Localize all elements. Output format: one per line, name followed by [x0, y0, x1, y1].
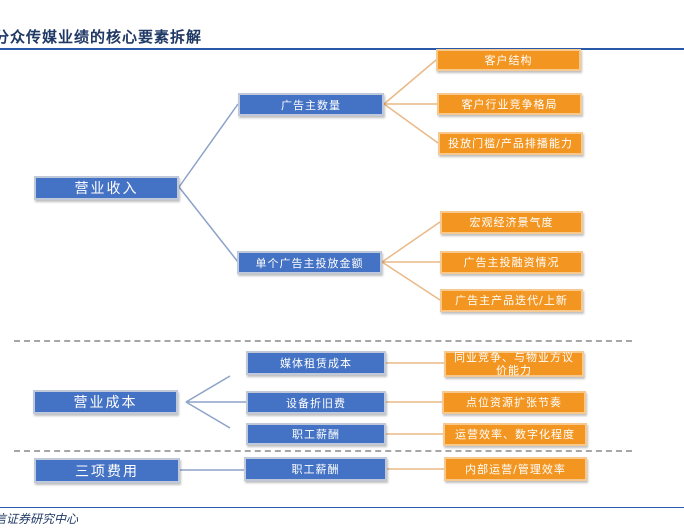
- divider-dashed: [14, 450, 632, 452]
- connector-cost-salary: [185, 401, 231, 429]
- factor-product-iteration: 广告主产品迭代/上新: [440, 289, 583, 312]
- connector-spend-f1: [381, 221, 441, 263]
- factor-industry-competition: 客户行业竞争格局: [437, 93, 582, 115]
- source-note: 信证券研究中心: [0, 512, 79, 526]
- top-rule: [0, 48, 684, 50]
- bottom-rule: [0, 507, 684, 508]
- connector-count-f1: [383, 59, 437, 105]
- cost-item-salary: 职工薪酬: [246, 423, 386, 445]
- connector-spend-f3: [381, 261, 441, 301]
- cost-item-depreciation: 设备折旧费: [246, 391, 386, 414]
- factor-customer-structure: 客户结构: [436, 49, 581, 71]
- advertiser-count-node: 广告主数量: [238, 93, 384, 116]
- connector-cost-rent: [185, 375, 231, 403]
- cost-node: 营业成本: [33, 390, 178, 414]
- factor-investment-financing: 广告主投融资情况: [440, 251, 583, 274]
- connector-count-f3: [383, 103, 439, 144]
- factor-management-efficiency: 内部运营/管理效率: [444, 457, 587, 481]
- page-title: 分众传媒业绩的核心要素拆解: [0, 28, 203, 46]
- factor-placement-threshold: 投放门槛/产品排播能力: [438, 132, 583, 155]
- cost-item-rent: 媒体租赁成本: [246, 351, 386, 375]
- factor-site-expansion: 点位资源扩张节奏: [442, 391, 586, 414]
- advertiser-spend-node: 单个广告主投放金额: [237, 251, 382, 274]
- connector-revenue-spend: [178, 186, 239, 263]
- revenue-node: 营业收入: [34, 176, 179, 200]
- divider-dashed: [14, 340, 632, 342]
- connector-revenue-count: [178, 103, 239, 188]
- factor-macro-economy: 宏观经济景气度: [440, 211, 583, 234]
- expenses-node: 三项费用: [34, 458, 180, 483]
- factor-peer-competition: 同业竞争、与物业方议价能力: [444, 351, 584, 377]
- expense-item-salary: 职工薪酬: [244, 457, 387, 481]
- factor-operating-efficiency: 运营效率、数字化程度: [443, 423, 587, 446]
